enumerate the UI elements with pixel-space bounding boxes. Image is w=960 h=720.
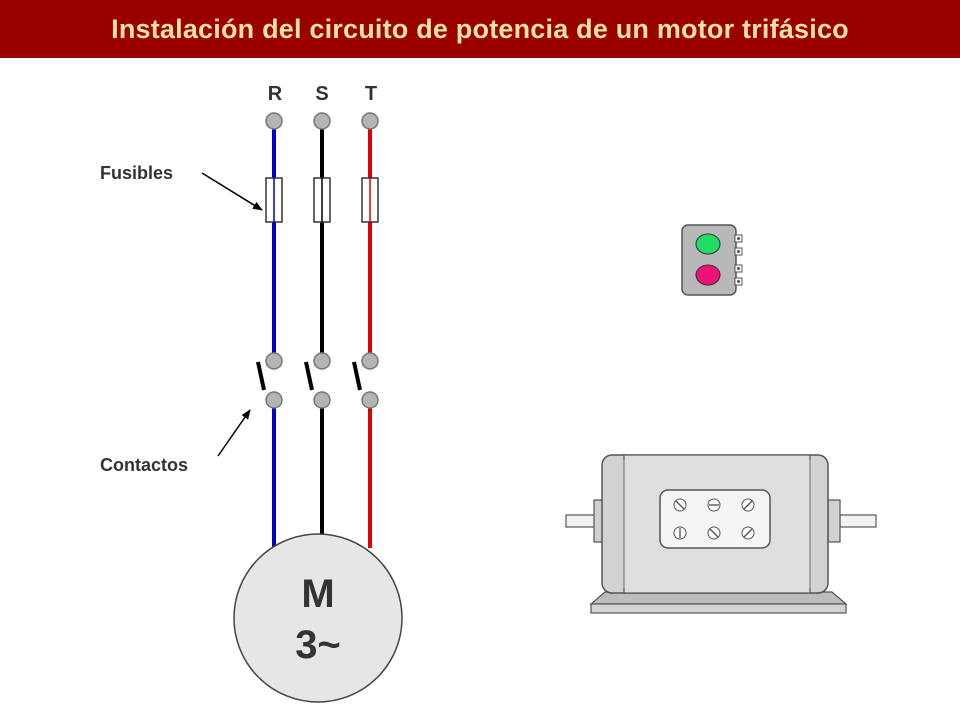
contacts-arrow [217,409,251,457]
supply-terminals [265,112,379,130]
contact-t-lower [361,391,379,409]
contact-s-upper [313,352,331,370]
page-title: Instalación del circuito de potencia de … [111,13,849,44]
contact-t-upper [361,352,379,370]
contact-r-upper [265,352,283,370]
motor-shaft-left [565,514,597,528]
terminal-r-top [265,112,283,130]
contact-blade-r [256,361,266,391]
motor-circle [233,533,403,703]
phase-label-t: T [365,83,377,105]
button-box [681,224,737,296]
title-bar: Instalación del circuito de potencia de … [0,0,960,58]
motor-shaft-right [839,514,877,528]
fuses-arrow [201,172,263,211]
contact-s-lower [313,391,331,409]
stop-button[interactable] [695,264,721,286]
push-button-station [681,224,743,296]
motor-drawing [565,454,877,614]
motor-symbol: M 3~ [233,533,403,703]
terminal-s-top [313,112,331,130]
motor-label-m: M [301,572,334,616]
contacts [256,352,379,409]
contacts-label: Contactos [100,455,188,475]
contact-blade-s [304,361,314,391]
contact-blade-t [352,361,362,391]
phase-label-s: S [315,83,328,105]
phase-label-r: R [268,83,283,105]
terminal-t-top [361,112,379,130]
fuses [265,177,379,223]
start-button[interactable] [695,233,721,255]
contact-r-lower [265,391,283,409]
motor-base [589,591,848,605]
motor-label-phases: 3~ [295,623,341,667]
fuses-label: Fusibles [100,163,173,183]
